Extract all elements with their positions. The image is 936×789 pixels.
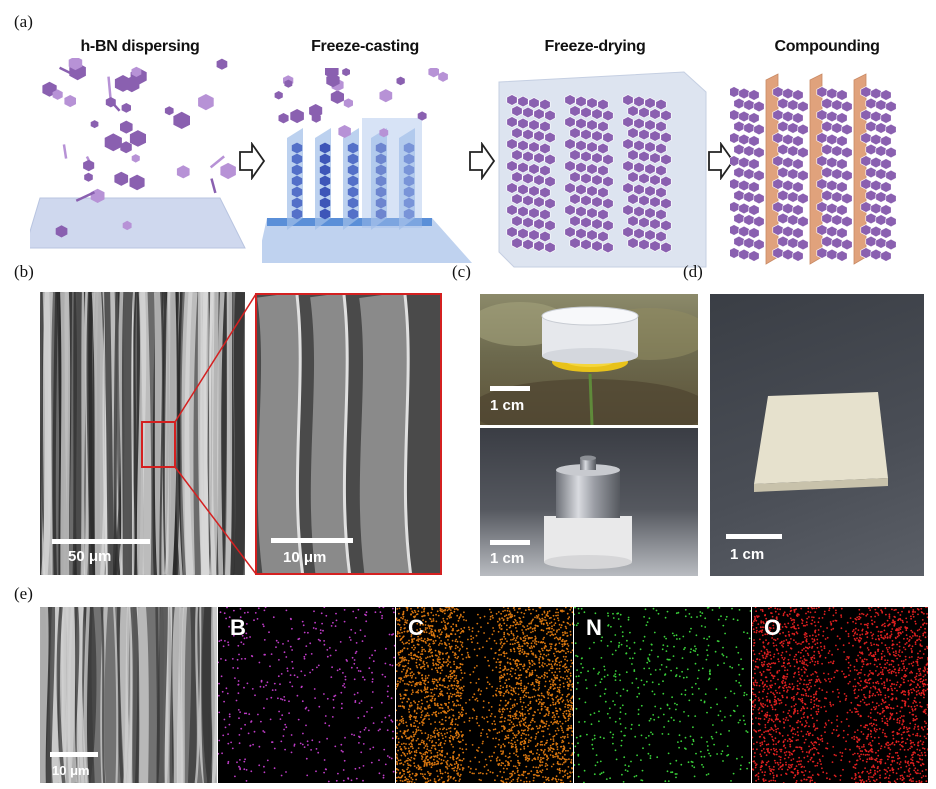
- weight-scale-bar: [490, 540, 530, 545]
- compounding-illustration: [730, 62, 930, 272]
- aerogel-base: [544, 516, 632, 569]
- eds-map-nitrogen-label: N: [586, 615, 602, 641]
- panel-b-letter: (b): [14, 262, 34, 282]
- zoom-box: [142, 422, 175, 467]
- weight-load-photo: 1 cm: [480, 428, 698, 576]
- composite-layers: [730, 74, 896, 264]
- panel-d-letter: (d): [683, 262, 703, 282]
- eds-sem-scale-label: 10 μm: [52, 763, 90, 778]
- steel-weight: [556, 456, 620, 519]
- sem-low-mag-scale-label: 50 μm: [68, 548, 111, 565]
- zoom-lines: [140, 292, 260, 577]
- panel-c-letter: (c): [452, 262, 471, 282]
- sem-high-mag-scale-bar: [271, 538, 353, 543]
- composite-plate: [754, 392, 888, 492]
- composite-sample-photo: 1 cm: [710, 294, 924, 576]
- step-title-compounding: Compounding: [742, 38, 912, 56]
- aerogel-cylinder: [542, 307, 638, 364]
- dispersing-illustration: [30, 58, 250, 258]
- flower-stem: [590, 374, 592, 425]
- eds-map-boron: B: [218, 607, 395, 783]
- sem-high-mag-scale-label: 10 μm: [283, 549, 326, 566]
- dandelion-scale-label: 1 cm: [490, 397, 524, 414]
- substrate-plate: [30, 198, 245, 248]
- dandelion-scale-bar: [490, 386, 530, 391]
- step-title-freeze-casting: Freeze-casting: [285, 38, 445, 56]
- sample-scale-label: 1 cm: [730, 546, 764, 563]
- eds-map-carbon: C: [396, 607, 573, 783]
- process-arrow-2: [468, 142, 496, 180]
- eds-map-boron-label: B: [230, 615, 246, 641]
- sample-scale-bar: [726, 534, 782, 539]
- eds-sem-image: 10 μm: [40, 607, 217, 783]
- eds-map-carbon-label: C: [408, 615, 424, 641]
- eds-sem-scale-bar: [50, 752, 98, 757]
- ice-lamellae: [287, 118, 422, 230]
- sem-low-mag-scale-bar: [52, 539, 150, 544]
- freeze-drying-illustration: [494, 62, 714, 272]
- step-title-dispersing: h-BN dispersing: [60, 38, 220, 56]
- eds-map-nitrogen: N: [574, 607, 751, 783]
- sem-high-mag-image: 10 μm: [255, 293, 442, 575]
- dandelion-photo: 1 cm: [480, 294, 698, 425]
- eds-map-oxygen: O: [752, 607, 928, 783]
- eds-map-oxygen-label: O: [764, 615, 781, 641]
- freeze-casting-illustration: [262, 68, 482, 268]
- step-title-freeze-drying: Freeze-drying: [515, 38, 675, 56]
- weight-scale-label: 1 cm: [490, 550, 524, 567]
- panel-e-letter: (e): [14, 584, 33, 604]
- panel-a-letter: (a): [14, 12, 33, 32]
